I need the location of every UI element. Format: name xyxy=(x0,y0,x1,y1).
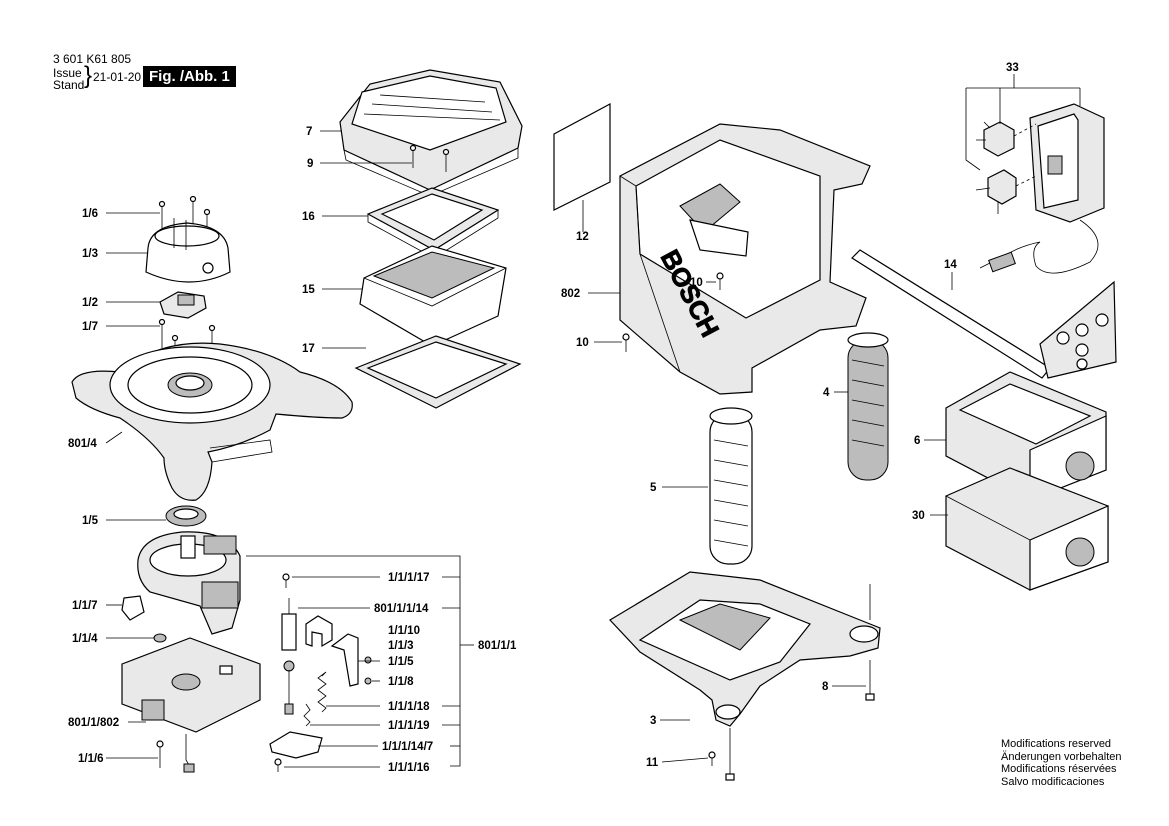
label-5: 5 xyxy=(650,482,657,494)
part-main-housing-802[interactable] xyxy=(619,123,871,395)
part-screw-10a[interactable] xyxy=(716,272,724,290)
label-801-4: 801/4 xyxy=(68,438,97,450)
part-screw-1-1-8[interactable] xyxy=(364,677,372,685)
part-battery-4[interactable] xyxy=(847,332,889,481)
part-head-cap-1-3[interactable] xyxy=(145,218,231,283)
part-panel[interactable] xyxy=(1039,280,1117,379)
label-1-1-1-16: 1/1/1/16 xyxy=(388,762,430,774)
label-1-1-5: 1/1/5 xyxy=(388,656,414,668)
notice-line: Modifications reserved xyxy=(1001,738,1112,750)
label-1-1-4: 1/1/4 xyxy=(72,633,98,645)
label-6: 6 xyxy=(914,435,920,447)
document-number: 3 601 K61 805 xyxy=(53,52,132,66)
label-10-upper: 10 xyxy=(690,277,703,289)
label-3: 3 xyxy=(650,715,656,727)
label-1-1-8: 1/1/8 xyxy=(388,676,414,688)
part-plate-1-1-3[interactable] xyxy=(330,633,359,687)
part-glass-frame-16[interactable] xyxy=(366,187,500,259)
issue-brace: } xyxy=(84,62,93,89)
label-801-1-1-14: 801/1/1/14 xyxy=(374,603,429,615)
leader-lines xyxy=(105,130,953,768)
part-screw-1-1-6[interactable] xyxy=(156,740,164,768)
label-15: 15 xyxy=(302,284,315,296)
label-33: 33 xyxy=(1006,62,1019,74)
assembly-bracket-801-1-1 xyxy=(246,555,474,767)
label-16: 16 xyxy=(302,211,315,223)
part-small-screw-1-1-1-17[interactable] xyxy=(282,573,290,588)
label-1-7: 1/7 xyxy=(82,321,98,333)
part-spindle-801-1-1-14[interactable] xyxy=(281,598,297,715)
part-screw-1-1-5[interactable] xyxy=(364,656,372,664)
part-screw-10b[interactable] xyxy=(622,333,630,352)
part-filter-box-15[interactable] xyxy=(359,245,507,347)
part-battery-5[interactable] xyxy=(709,407,753,565)
label-801-1-1: 801/1/1 xyxy=(478,640,517,652)
notice-line: Salvo modificaciones xyxy=(1001,775,1105,788)
stand-label: Stand xyxy=(53,78,85,92)
label-1-1-1-18: 1/1/1/18 xyxy=(388,701,430,713)
issue-label: Issue xyxy=(53,66,82,80)
label-10-lower: 10 xyxy=(576,337,589,349)
part-spring-1-1-1-19[interactable] xyxy=(303,703,311,727)
part-bearing-ring-1-5[interactable] xyxy=(165,505,207,527)
label-1-1-7: 1/1/7 xyxy=(72,600,98,612)
part-screw-1-1-1-16[interactable] xyxy=(274,758,282,772)
label-30: 30 xyxy=(912,510,925,522)
part-washer-1-1-4[interactable] xyxy=(153,633,167,643)
label-17: 17 xyxy=(302,343,315,355)
label-1-5: 1/5 xyxy=(82,515,99,527)
part-bracket-1-1-10[interactable] xyxy=(305,615,333,648)
label-802: 802 xyxy=(561,288,580,300)
label-1-1-1-19: 1/1/1/19 xyxy=(388,720,430,732)
part-base-housing-801-4[interactable] xyxy=(71,342,353,501)
part-motor-assembly[interactable] xyxy=(137,531,241,635)
part-battery-compartment-6[interactable] xyxy=(945,371,1107,501)
notice-line: Modifications réservées xyxy=(1001,763,1117,775)
label-8: 8 xyxy=(822,681,829,693)
label-1-1-3: 1/1/3 xyxy=(388,640,414,652)
part-screws-9[interactable] xyxy=(409,144,450,173)
label-1-2: 1/2 xyxy=(82,297,98,309)
part-gasket-1-1-1-14-7[interactable] xyxy=(269,731,323,759)
part-bolt-11[interactable] xyxy=(708,728,735,781)
part-tripod-base-3[interactable] xyxy=(609,571,881,727)
part-spring-1-1-1-18[interactable] xyxy=(317,671,327,713)
label-1-3: 1/3 xyxy=(82,248,98,260)
part-holder-1-2[interactable] xyxy=(159,291,207,319)
part-bolt-8[interactable] xyxy=(865,584,875,701)
notice-line: Änderungen vorbehalten xyxy=(1001,750,1122,763)
modifications-notice: Modifications reserved Änderungen vorbeh… xyxy=(1001,738,1121,788)
label-1-1-1-17: 1/1/1/17 xyxy=(388,572,430,584)
part-label-sheet-12[interactable] xyxy=(553,102,611,211)
part-battery-pack-30[interactable] xyxy=(945,467,1109,591)
label-14: 14 xyxy=(944,259,957,271)
part-clip-1-1-7[interactable] xyxy=(121,595,145,621)
label-1-1-10: 1/1/10 xyxy=(388,625,420,637)
label-12: 12 xyxy=(576,231,589,243)
figure-label: Fig. /Abb. 1 xyxy=(143,66,236,87)
label-11: 11 xyxy=(646,757,659,769)
label-801-1-802: 801/1/802 xyxy=(68,717,119,729)
label-7: 7 xyxy=(306,126,312,138)
label-1-6: 1/6 xyxy=(82,208,98,220)
label-9: 9 xyxy=(307,158,313,170)
label-1-1-1-14-7: 1/1/1/14/7 xyxy=(382,741,433,753)
part-circuit-board-801-1-802[interactable] xyxy=(121,637,261,773)
part-top-cover-7[interactable] xyxy=(339,69,523,197)
part-seal-17[interactable] xyxy=(354,335,522,409)
bracket-33 xyxy=(965,74,1081,171)
part-charger-33[interactable] xyxy=(975,103,1105,274)
label-4: 4 xyxy=(823,387,830,399)
issue-date: 21-01-20 xyxy=(93,70,142,84)
label-1-1-6: 1/1/6 xyxy=(78,753,104,765)
